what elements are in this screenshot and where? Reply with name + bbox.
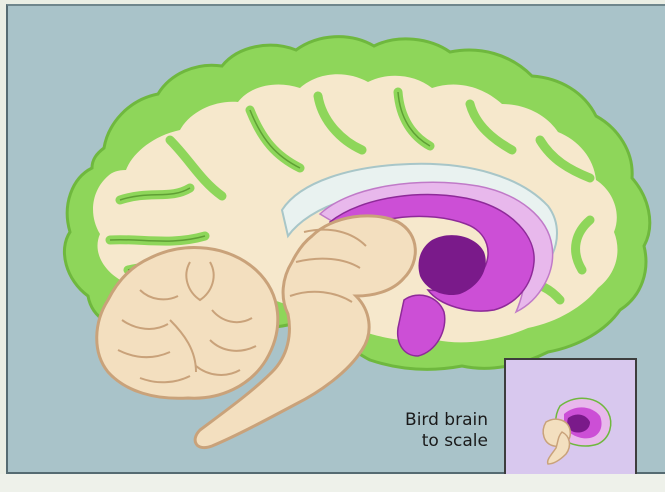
inset-caption: Bird brain to scale xyxy=(405,410,488,452)
footer-strip xyxy=(0,474,665,492)
bird-brain-icon xyxy=(506,360,639,491)
bird-brain-inset xyxy=(504,358,637,489)
caption-line-2: to scale xyxy=(405,431,488,452)
caption-line-1: Bird brain xyxy=(405,410,488,431)
